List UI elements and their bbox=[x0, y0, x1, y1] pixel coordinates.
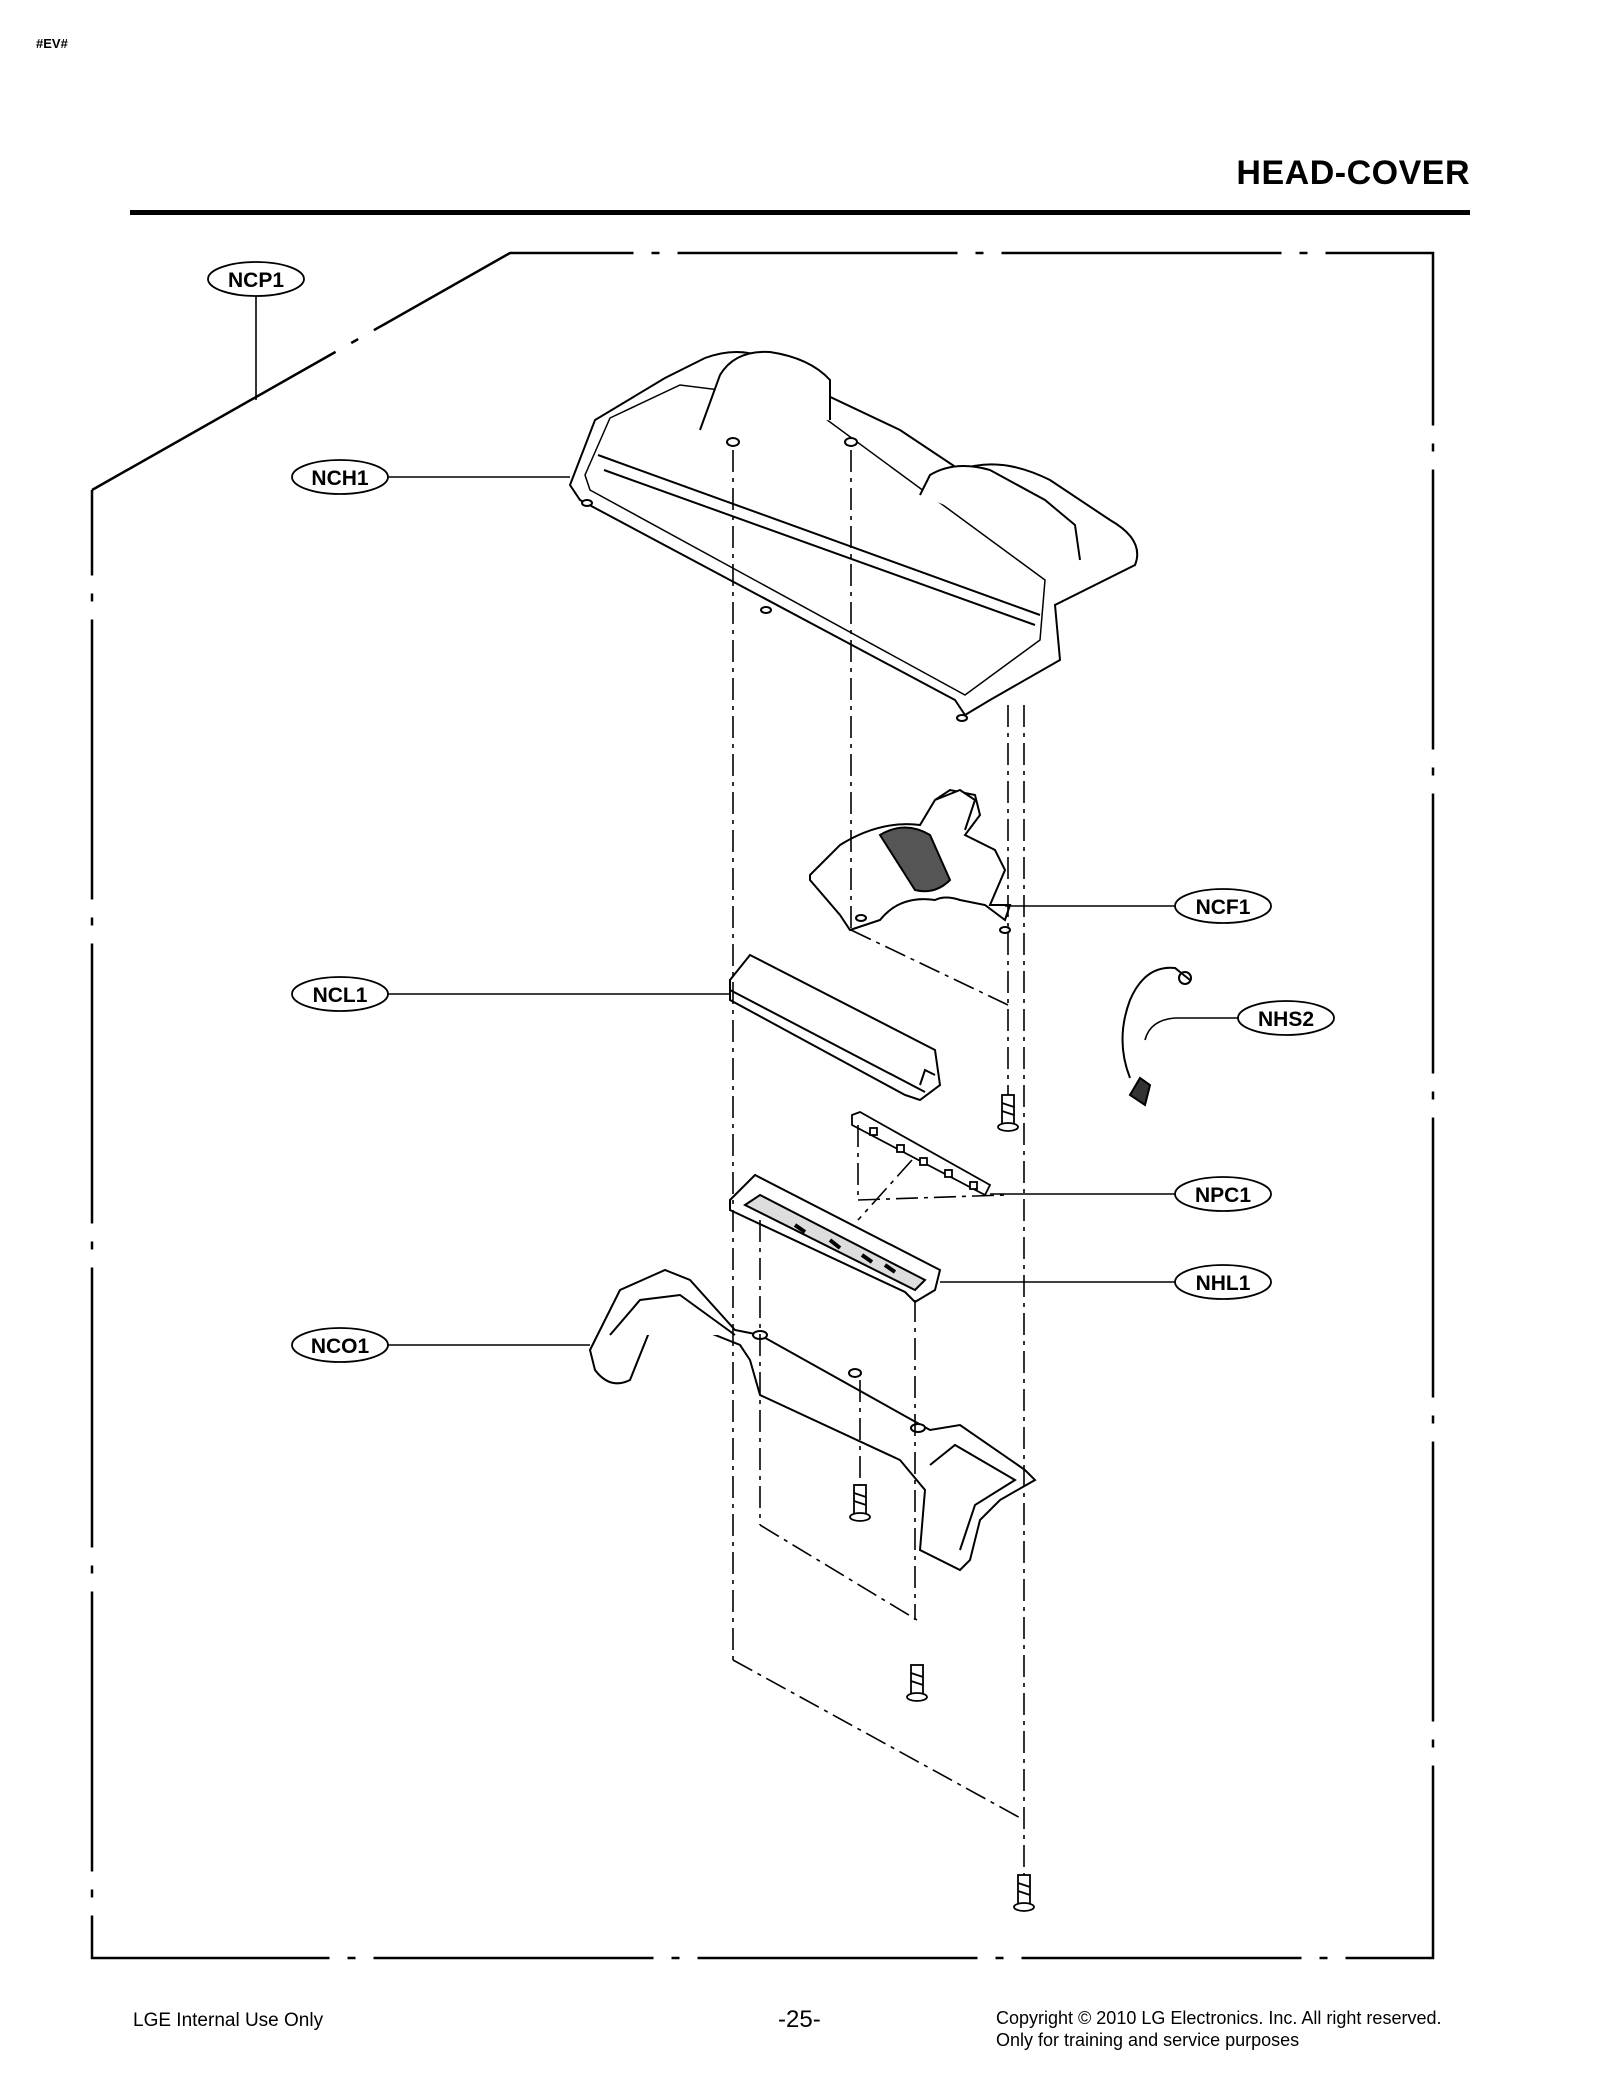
holder-part bbox=[729, 1173, 942, 1304]
document-code: #EV# bbox=[36, 36, 68, 51]
callout-ncf1: NCF1 bbox=[1174, 888, 1272, 924]
hose-cable-part bbox=[1121, 966, 1192, 1107]
screw-4 bbox=[1013, 1874, 1035, 1912]
callout-label-ncf1: NCF1 bbox=[1196, 896, 1251, 919]
callout-label-nco1: NCO1 bbox=[311, 1335, 370, 1358]
copyright-line-1: Copyright © 2010 LG Electronics. Inc. Al… bbox=[996, 2008, 1442, 2028]
title-rule bbox=[130, 210, 1470, 215]
callout-ncl1: NCL1 bbox=[291, 976, 389, 1012]
callout-label-ncp1: NCP1 bbox=[228, 269, 284, 292]
pin-connector-part bbox=[851, 1111, 992, 1197]
callout-ncp1: NCP1 bbox=[207, 261, 305, 297]
callout-nhl1: NHL1 bbox=[1174, 1264, 1272, 1300]
screw-2 bbox=[849, 1484, 871, 1522]
callout-label-npc1: NPC1 bbox=[1195, 1184, 1251, 1207]
callout-label-nhl1: NHL1 bbox=[1196, 1272, 1251, 1295]
callout-label-nhs2: NHS2 bbox=[1258, 1008, 1314, 1031]
callout-leaders bbox=[255, 296, 1238, 1346]
callout-label-nch1: NCH1 bbox=[311, 467, 368, 490]
callout-nch1: NCH1 bbox=[291, 459, 389, 495]
footer-copyright: Copyright © 2010 LG Electronics. Inc. Al… bbox=[996, 2007, 1441, 2051]
callout-nco1: NCO1 bbox=[291, 1327, 389, 1363]
cover-outer-part bbox=[588, 1268, 1037, 1572]
front-cover-part bbox=[809, 788, 1012, 934]
page-number: -25- bbox=[778, 2006, 821, 2033]
footer-internal-use: LGE Internal Use Only bbox=[133, 2010, 324, 2031]
callout-nhs2: NHS2 bbox=[1237, 1000, 1335, 1036]
callout-label-ncl1: NCL1 bbox=[313, 984, 368, 1007]
head-cover-body-part bbox=[568, 350, 1139, 722]
screw-3 bbox=[906, 1664, 928, 1702]
copyright-line-2: Only for training and service purposes bbox=[996, 2030, 1300, 2050]
screw-1 bbox=[997, 1094, 1019, 1132]
page-title: HEAD-COVER bbox=[1236, 154, 1470, 192]
diagram-frame bbox=[90, 251, 1435, 1960]
alignment-lines bbox=[732, 450, 1025, 1875]
cover-lid-part bbox=[729, 953, 942, 1102]
callout-npc1: NPC1 bbox=[1174, 1176, 1272, 1212]
